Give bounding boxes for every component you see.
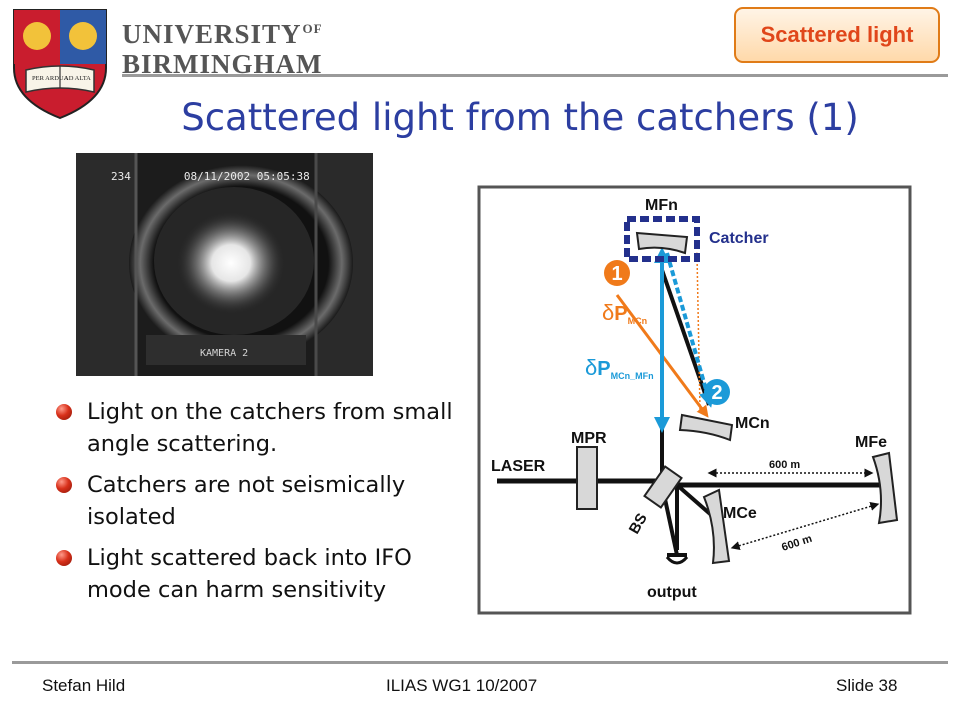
output-label: output (647, 584, 697, 601)
university-name: UNIVERSITYOF BIRMINGHAM (122, 14, 323, 79)
marker-1 (604, 260, 630, 286)
bullet-icon (56, 477, 72, 493)
blue-scatter-path-diagonal (665, 252, 715, 408)
bullet-icon (56, 550, 72, 566)
crest-book-right-text: AD ALTA (64, 75, 91, 82)
laser-label: LASER (491, 458, 546, 475)
delta-p-mcn-mfn-label: δPMCn_MFn (585, 355, 654, 381)
mce-mirror (702, 488, 731, 565)
footer-author: Stefan Hild (42, 676, 126, 695)
mcn-label: MCn (735, 415, 770, 432)
bullet-item: Light on the catchers from small angle s… (52, 396, 472, 460)
mpr-mirror (576, 446, 598, 510)
orange-dotted-return (694, 252, 701, 411)
mpr-label: MPR (571, 430, 607, 447)
bullet-text: Catchers are not seismically isolated (87, 472, 406, 530)
topic-tag: Scattered light (734, 7, 940, 63)
university-line1: UNIVERSITY (122, 19, 302, 49)
beam-splitter (643, 465, 683, 509)
catcher-frame (624, 216, 700, 262)
distance-arrow-diagonal (730, 501, 880, 551)
mfn-mirror (635, 231, 689, 255)
mce-label: MCe (723, 505, 757, 522)
svg-text:AD ALTA: AD ALTA (64, 75, 91, 82)
catcher-label: Catcher (709, 230, 769, 247)
bullet-text: Light scattered back into IFO mode can h… (87, 545, 412, 603)
bullet-item: Light scattered back into IFO mode can h… (52, 542, 472, 606)
mcn-mirror (678, 413, 734, 442)
interferometer-diagram: 1 2 MFn Catcher MCn MPR LASER MFe MCe ou… (477, 185, 912, 615)
marker-2-label: 2 (711, 382, 722, 404)
university-crest: PER ARDUA AD ALTA (13, 9, 107, 120)
bullet-list: Light on the catchers from small angle s… (52, 396, 472, 615)
distance-label-east: 600 m (769, 459, 800, 471)
delta-p-mcn-label: δPMCn (602, 300, 647, 326)
footer-slide-number: Slide 38 (836, 676, 898, 695)
photo-id: 234 (111, 170, 131, 183)
folded-beam (660, 269, 711, 406)
crest-book-left-text: PER ARDUA (32, 75, 69, 82)
footer-event: ILIAS WG1 10/2007 (386, 676, 538, 695)
photo-datetime: 08/11/2002 05:05:38 (183, 170, 310, 183)
university-of: OF (302, 21, 323, 36)
catcher-camera-photo (76, 153, 373, 376)
mfe-mirror (871, 451, 899, 525)
header-divider (122, 74, 948, 77)
marker-1-label: 1 (611, 263, 622, 285)
bullet-text: Light on the catchers from small angle s… (87, 399, 453, 457)
mfn-label: MFn (645, 197, 678, 214)
bullet-icon (56, 404, 72, 420)
slide-title: Scattered light from the catchers (1) (181, 96, 859, 139)
photo-camera-label: KAMERA 2 (200, 348, 249, 359)
bullet-item: Catchers are not seismically isolated (52, 469, 472, 533)
marker-2 (704, 379, 730, 405)
mfe-label: MFe (855, 434, 887, 451)
photo-timestamp: 234 08/11/2002 05:05:38 (111, 170, 310, 183)
footer-divider (12, 661, 948, 664)
svg-text:PER ARDUA: PER ARDUA (32, 75, 69, 82)
